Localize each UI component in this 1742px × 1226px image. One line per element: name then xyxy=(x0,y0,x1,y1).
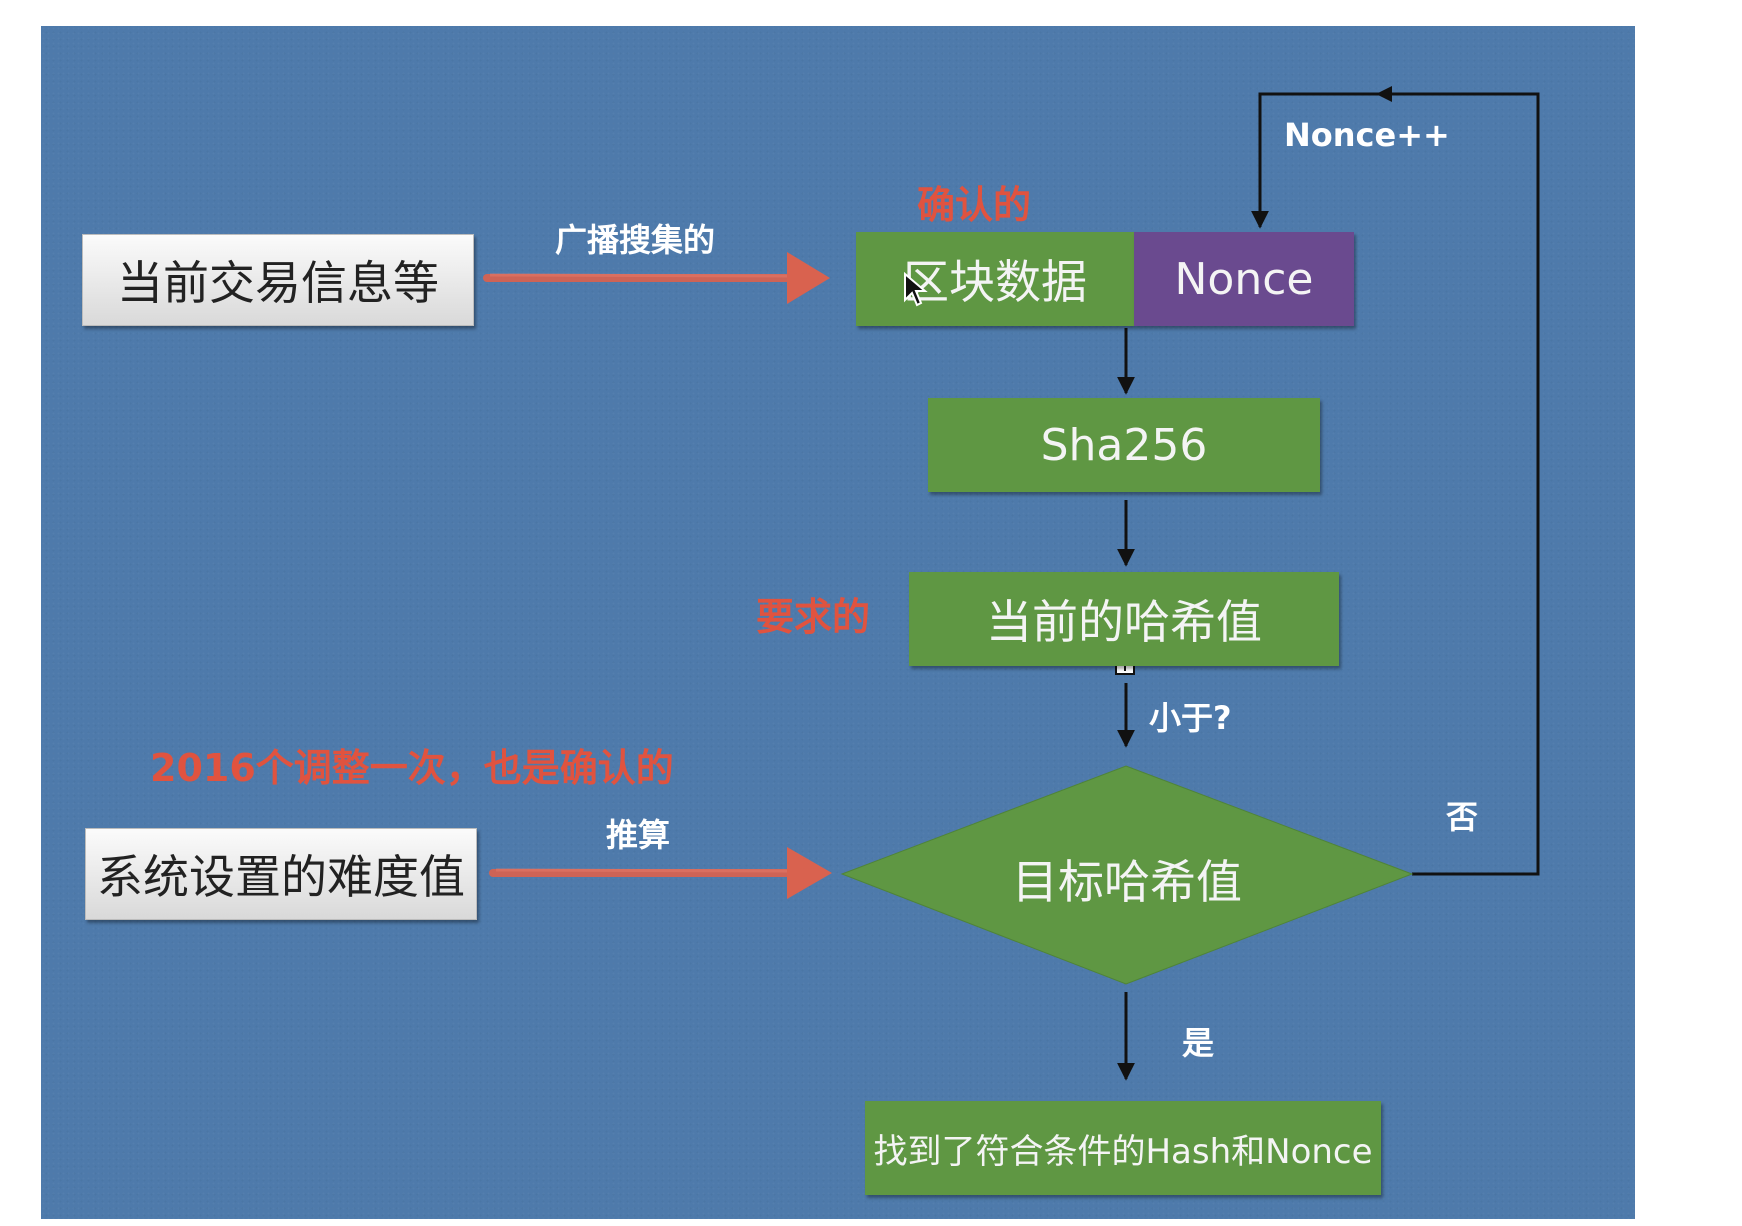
derive-arrow-label: 推算 xyxy=(606,816,671,854)
yes-label: 是 xyxy=(1182,1024,1215,1062)
current-hash-box: 当前的哈希值 xyxy=(909,572,1339,666)
transactions-input-box: 当前交易信息等 xyxy=(82,234,474,326)
block-data-label: 区块数据 xyxy=(903,255,1087,309)
collect-arrow xyxy=(483,252,830,304)
no-label: 否 xyxy=(1446,798,1479,836)
target-hash-label: 目标哈希值 xyxy=(1012,855,1242,909)
target-hash-diamond xyxy=(840,765,1414,985)
nonce-label: Nonce xyxy=(1174,253,1314,305)
nonce-loop-arrow xyxy=(1251,86,1540,876)
diagram-background xyxy=(41,26,1635,1219)
difficulty-input-label: 系统设置的难度值 xyxy=(97,850,465,904)
sha256-label: Sha256 xyxy=(1040,419,1208,471)
derive-arrow xyxy=(489,847,832,899)
difficulty-input-box: 系统设置的难度值 xyxy=(85,828,477,920)
result-label: 找到了符合条件的Hash和Nonce xyxy=(873,1131,1373,1172)
adjust-annotation: 2016个调整一次，也是确认的 xyxy=(150,746,674,790)
result-box: 找到了符合条件的Hash和Nonce xyxy=(865,1101,1381,1195)
nonce-box: Nonce xyxy=(1134,232,1354,326)
current-hash-label: 当前的哈希值 xyxy=(986,595,1262,649)
nonce-increment-label: Nonce++ xyxy=(1284,116,1450,154)
block-data-box: 区块数据 xyxy=(856,232,1134,326)
sha256-box: Sha256 xyxy=(928,398,1320,492)
mouse-cursor-icon xyxy=(904,272,928,307)
less-than-label: 小于? xyxy=(1149,699,1232,737)
required-annotation: 要求的 xyxy=(756,595,871,639)
transactions-input-label: 当前交易信息等 xyxy=(117,256,439,310)
collect-arrow-label: 广播搜集的 xyxy=(555,221,716,259)
confirmed-annotation: 确认的 xyxy=(917,183,1032,227)
